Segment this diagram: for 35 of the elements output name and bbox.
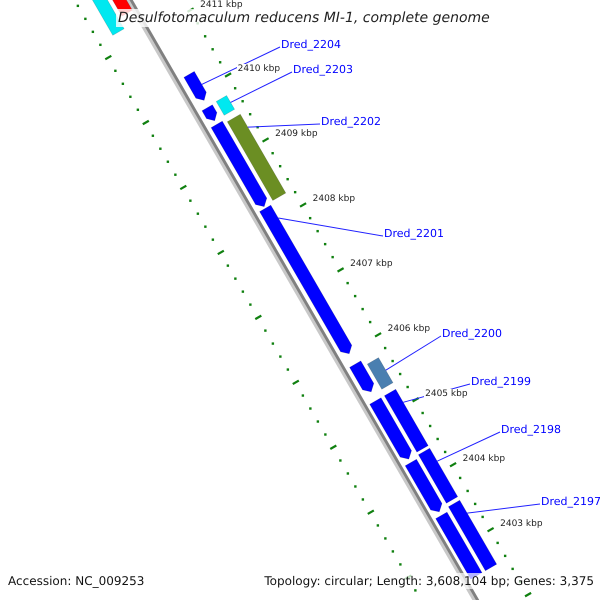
gene-bar	[259, 204, 352, 354]
gene-bar	[184, 71, 207, 101]
tick-label: 2408 kbp	[312, 194, 356, 206]
gene-label: Dred_2204	[281, 38, 341, 52]
title: Desulfotomaculum reducens MI-1, complete genome	[116, 9, 492, 27]
tick-label: 2410 kbp	[236, 64, 282, 76]
gene-label: Dred_2200	[442, 327, 502, 341]
gene-bar	[366, 357, 394, 390]
gene-label: Dred_2197	[541, 495, 600, 509]
gene-bar	[216, 95, 236, 116]
gene-bar	[202, 104, 218, 122]
gene-label: Dred_2199	[471, 375, 531, 389]
gene-bar	[448, 500, 498, 572]
leader-line	[436, 432, 500, 462]
tick-label: 2407 kbp	[349, 259, 394, 270]
tick-label: 2409 kbp	[274, 129, 319, 140]
gene-label: Dred_2202	[321, 115, 381, 129]
gene-bar	[349, 360, 374, 392]
accession-text: Accession: NC_009253	[8, 573, 144, 589]
gene-bar	[404, 458, 442, 512]
gene-label: Dred_2203	[293, 63, 353, 77]
tick-label: 2406 kbp	[386, 324, 432, 336]
leader-line	[466, 504, 540, 514]
tick-label: 2403 kbp	[499, 519, 544, 530]
gene-label: Dred_2198	[501, 423, 561, 437]
gene-bar	[369, 397, 412, 460]
tick-label: 2404 kbp	[462, 454, 506, 466]
gene-bar	[210, 120, 268, 207]
gene-label: Dred_2201	[384, 227, 444, 241]
tick-label: 2405 kbp	[424, 389, 469, 400]
gene-bar	[418, 448, 458, 504]
leader-line	[201, 46, 280, 85]
leader-line	[247, 124, 320, 128]
leader-line	[278, 218, 384, 236]
genome-stats-text: Topology: circular; Length: 3,608,104 bp; Genes: 3,375	[264, 573, 594, 589]
